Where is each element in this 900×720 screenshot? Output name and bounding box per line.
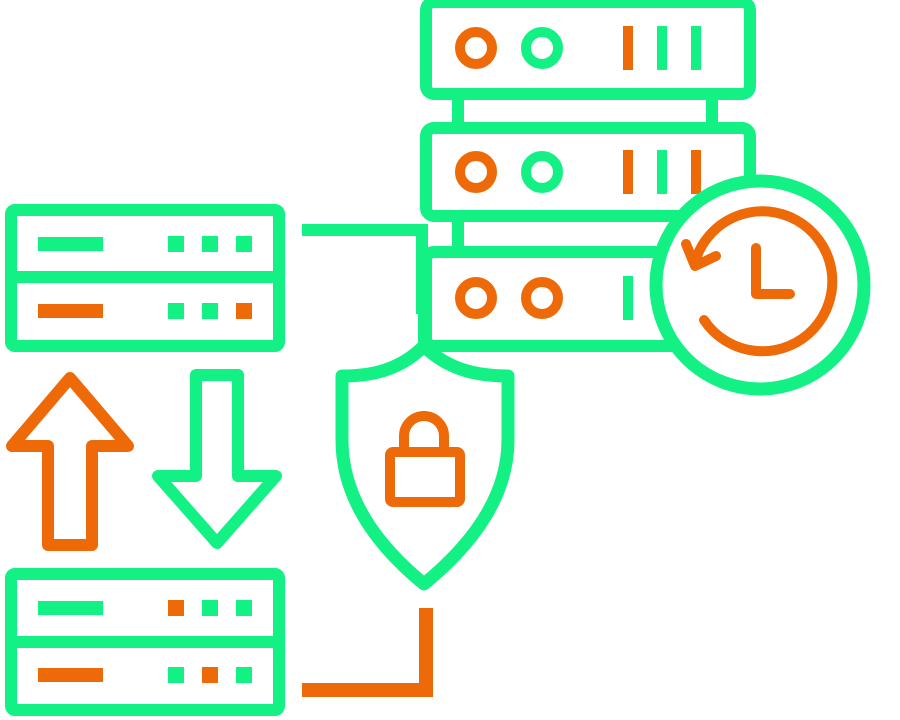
status-led-icon [521, 151, 563, 193]
status-led-icon [521, 277, 563, 319]
status-led-icon [521, 27, 563, 69]
drive-bay-icon [38, 601, 103, 615]
rack-server-bottom [5, 568, 285, 716]
clock-hands-icon [751, 243, 795, 299]
drive-bay-icon [38, 237, 103, 251]
connector-line-top [302, 224, 428, 314]
indicator-light-icon [202, 600, 218, 616]
indicator-light-icon [168, 667, 184, 683]
status-led-icon [455, 27, 497, 69]
refresh-arrowhead-icon [681, 239, 721, 271]
shield-outline [335, 339, 515, 591]
drive-bay-icon [38, 668, 103, 682]
download-arrow-icon [152, 369, 282, 549]
padlock-body [385, 447, 465, 507]
indicator-light-icon [202, 667, 218, 683]
server-unit-1-frame [420, 0, 756, 100]
indicator-light-icon [236, 600, 252, 616]
upload-arrow-icon [6, 372, 134, 551]
status-led-icon [455, 277, 497, 319]
indicator-light-icon [236, 236, 252, 252]
server-unit-2 [420, 122, 756, 222]
connector-line-bottom [302, 608, 433, 697]
padlock-icon [385, 411, 465, 507]
indicator-light-icon [168, 236, 184, 252]
indicator-light-icon [202, 303, 218, 319]
status-led-icon [455, 151, 497, 193]
refresh-arc-icon [690, 206, 838, 357]
connection-lines [302, 224, 433, 697]
backup-clock-icon [649, 174, 871, 396]
drive-bay-icon [38, 304, 103, 318]
security-shield-icon [335, 339, 515, 591]
server-unit-2-frame [420, 122, 756, 222]
indicator-light-icon [236, 303, 252, 319]
padlock-shackle [399, 411, 449, 457]
indicator-light-icon [168, 303, 184, 319]
indicator-light-icon [236, 667, 252, 683]
indicator-light-icon [168, 600, 184, 616]
indicator-light-icon [202, 236, 218, 252]
rack-server-top [5, 204, 285, 352]
server-unit-1 [420, 0, 756, 100]
